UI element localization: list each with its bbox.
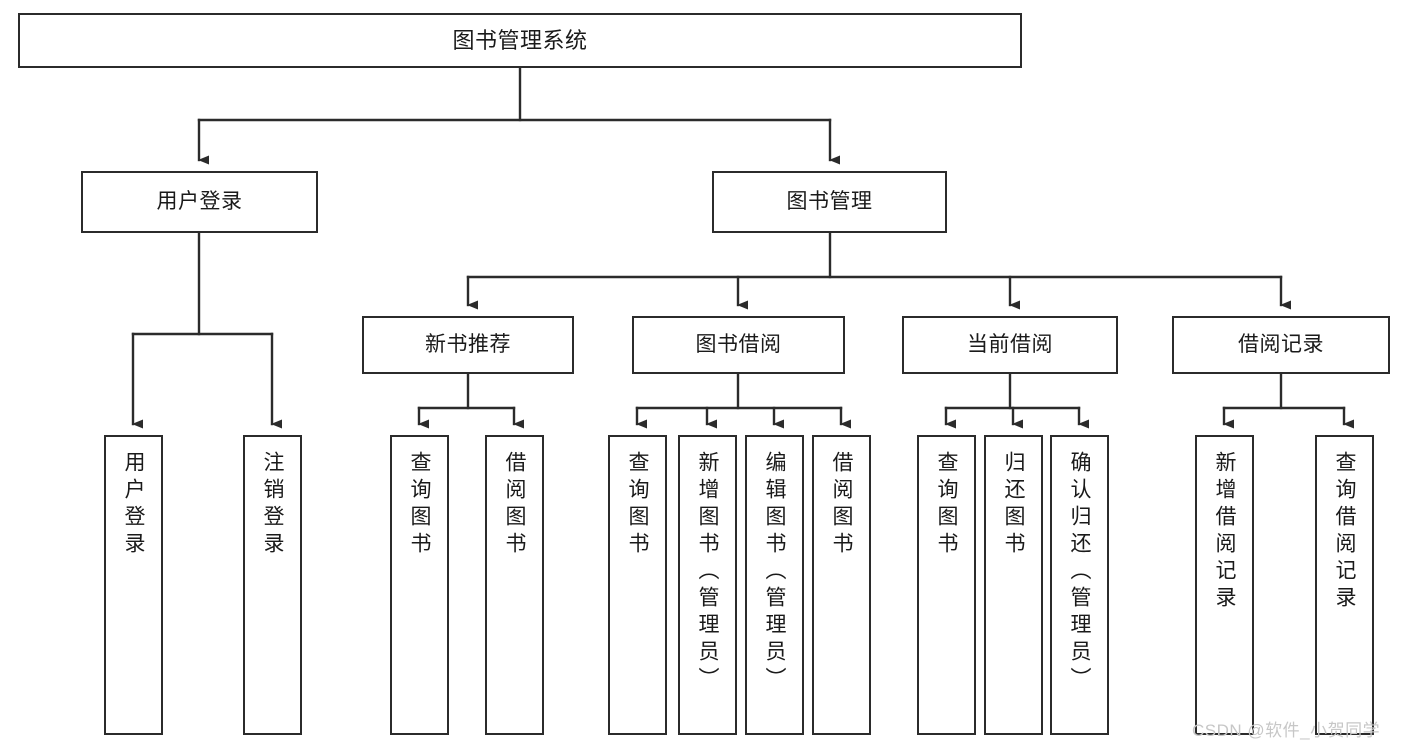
- connectors-user-login: [131, 231, 282, 429]
- node-root[interactable]: 图书管理系统: [18, 13, 1022, 68]
- node-leaf-borrow-book-rec[interactable]: 借阅图书: [485, 435, 544, 735]
- node-leaf-user-login[interactable]: 用户登录: [104, 435, 163, 735]
- node-leaf-confirm-return-admin[interactable]: 确认归还（管理员）: [1050, 435, 1109, 735]
- connectors-book-borrow: [635, 372, 851, 429]
- node-leaf-edit-book-admin-label: 编辑图书（管理员）: [763, 451, 786, 694]
- node-user-login[interactable]: 用户登录: [81, 171, 318, 233]
- node-leaf-user-logout-label: 注销登录: [261, 451, 284, 559]
- connectors-borrow-record: [1222, 372, 1354, 429]
- node-leaf-confirm-return-admin-label: 确认归还（管理员）: [1068, 451, 1091, 694]
- node-leaf-query-borrow-record-label: 查询借阅记录: [1333, 451, 1356, 613]
- node-leaf-add-borrow-record-label: 新增借阅记录: [1213, 451, 1236, 613]
- connectors-new-book-rec: [417, 372, 524, 429]
- node-book-borrow-label: 图书借阅: [695, 332, 782, 356]
- node-root-label: 图书管理系统: [452, 27, 588, 53]
- node-leaf-user-login-label: 用户登录: [122, 451, 145, 559]
- node-leaf-query-book-rec[interactable]: 查询图书: [390, 435, 449, 735]
- node-leaf-add-borrow-record[interactable]: 新增借阅记录: [1195, 435, 1254, 735]
- node-leaf-query-book-rec-label: 查询图书: [408, 451, 431, 559]
- node-new-book-rec[interactable]: 新书推荐: [362, 316, 574, 374]
- node-leaf-query-book-current-label: 查询图书: [935, 451, 958, 559]
- node-leaf-edit-book-admin[interactable]: 编辑图书（管理员）: [745, 435, 804, 735]
- node-new-book-rec-label: 新书推荐: [425, 332, 511, 356]
- node-current-borrow[interactable]: 当前借阅: [902, 316, 1118, 374]
- node-user-login-label: 用户登录: [156, 189, 243, 213]
- connectors-root: [197, 66, 840, 165]
- node-borrow-record[interactable]: 借阅记录: [1172, 316, 1390, 374]
- connectors-book-manage: [466, 231, 1291, 310]
- node-leaf-return-book[interactable]: 归还图书: [984, 435, 1043, 735]
- node-book-manage[interactable]: 图书管理: [712, 171, 947, 233]
- node-leaf-query-borrow-record[interactable]: 查询借阅记录: [1315, 435, 1374, 735]
- node-leaf-return-book-label: 归还图书: [1002, 451, 1025, 559]
- node-leaf-borrow-book-label: 借阅图书: [830, 451, 853, 559]
- node-borrow-record-label: 借阅记录: [1238, 332, 1324, 356]
- connectors-current-borrow: [944, 372, 1089, 429]
- node-book-manage-label: 图书管理: [786, 189, 873, 213]
- node-leaf-query-book-borrow-label: 查询图书: [626, 451, 649, 559]
- node-leaf-query-book-current[interactable]: 查询图书: [917, 435, 976, 735]
- node-leaf-add-book-admin[interactable]: 新增图书（管理员）: [678, 435, 737, 735]
- node-leaf-query-book-borrow[interactable]: 查询图书: [608, 435, 667, 735]
- node-book-borrow[interactable]: 图书借阅: [632, 316, 845, 374]
- node-leaf-borrow-book[interactable]: 借阅图书: [812, 435, 871, 735]
- node-current-borrow-label: 当前借阅: [967, 332, 1053, 356]
- node-leaf-user-logout[interactable]: 注销登录: [243, 435, 302, 735]
- node-leaf-add-book-admin-label: 新增图书（管理员）: [696, 451, 719, 694]
- node-leaf-borrow-book-rec-label: 借阅图书: [503, 451, 526, 559]
